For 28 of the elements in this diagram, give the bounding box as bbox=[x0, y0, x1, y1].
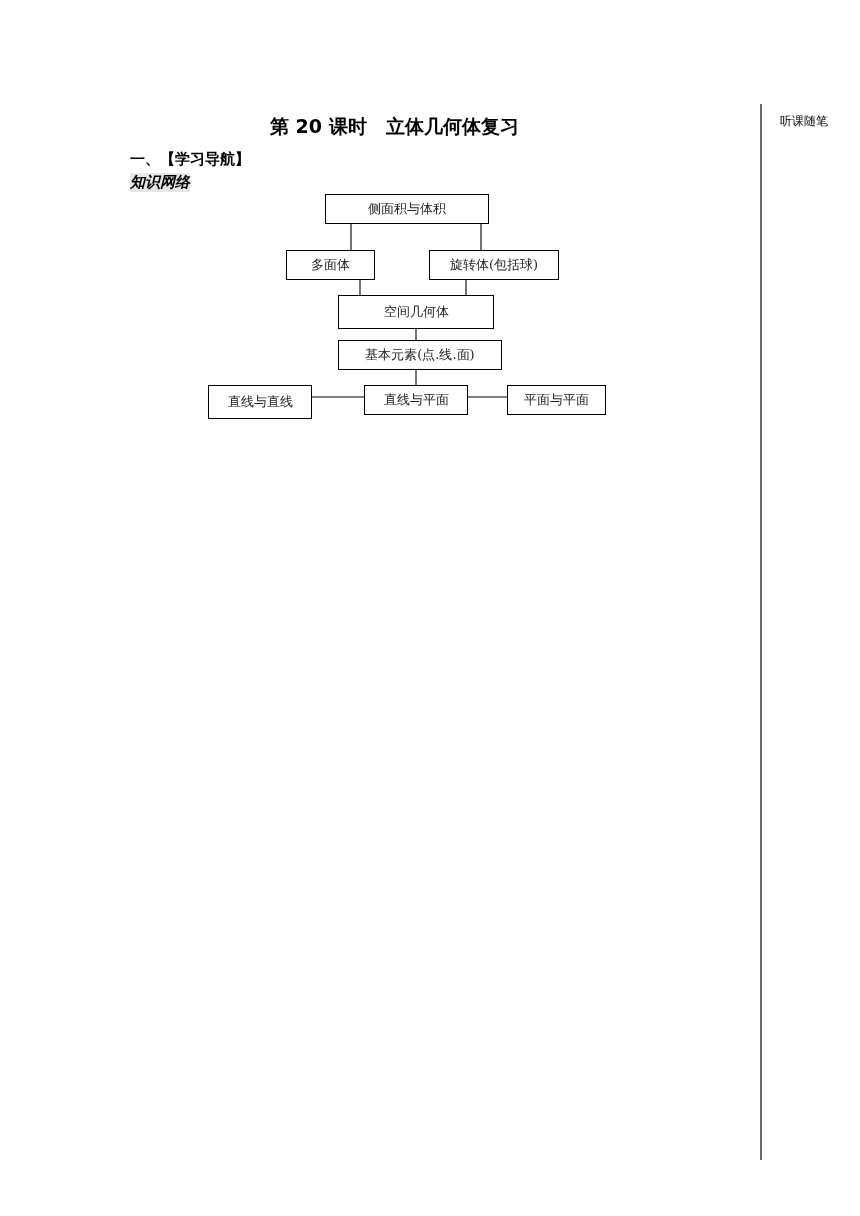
connector-line bbox=[359, 279, 361, 296]
title: 第 20 课时 立体几何体复习 bbox=[270, 114, 519, 139]
connector-line bbox=[350, 223, 352, 251]
box-label: 直线与直线 bbox=[227, 393, 293, 411]
connector-line bbox=[311, 396, 365, 398]
box-label: 基本元素(点.线.面) bbox=[365, 346, 475, 364]
connector-line bbox=[467, 396, 508, 398]
concept-box bbox=[364, 385, 468, 415]
box-label: 平面与平面 bbox=[524, 391, 589, 409]
box-label: 多面体 bbox=[311, 256, 350, 274]
box-label: 旋转体(包括球) bbox=[449, 256, 539, 274]
box-label: 直线与平面 bbox=[383, 391, 449, 409]
concept-box bbox=[338, 295, 494, 329]
concept-box bbox=[325, 194, 489, 224]
connector-line bbox=[415, 328, 417, 341]
section-heading: 一、【学习导航】 bbox=[130, 150, 250, 169]
connector-line bbox=[415, 369, 417, 386]
concept-box bbox=[208, 385, 312, 419]
box-label: 侧面积与体积 bbox=[368, 200, 446, 218]
margin-note: 听课随笔 bbox=[780, 113, 828, 130]
subheading: 知识网络 bbox=[130, 173, 190, 192]
box-label: 空间几何体 bbox=[383, 303, 449, 321]
connector-line bbox=[480, 223, 482, 251]
concept-box bbox=[286, 250, 375, 280]
concept-box bbox=[507, 385, 606, 415]
connector-line bbox=[465, 279, 467, 296]
concept-box bbox=[338, 340, 502, 370]
concept-box bbox=[429, 250, 559, 280]
